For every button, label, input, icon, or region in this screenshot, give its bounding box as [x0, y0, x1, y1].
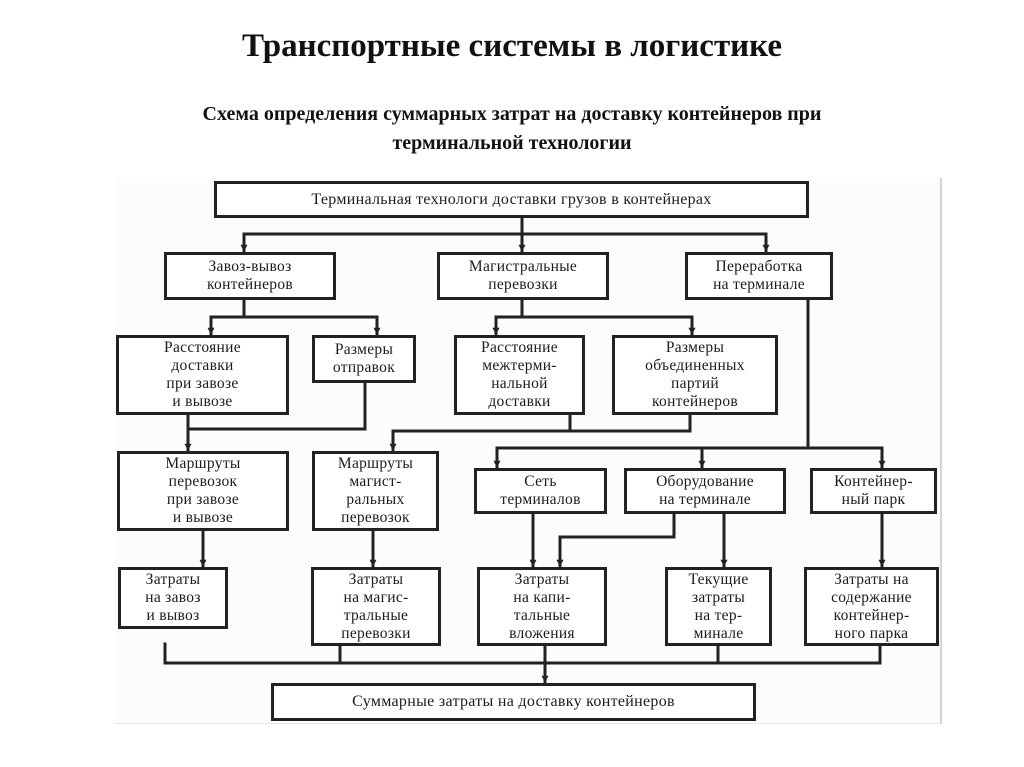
node-delivery-distance: Расстояние доставки при завозе и вывозе — [116, 335, 289, 415]
node-mainline-costs: Затраты на магис- тральные перевозки — [311, 567, 441, 646]
subtitle-line-2: терминальной технологии — [392, 132, 632, 154]
node-delivery-routes: Маршруты перевозок при завозе и вывозе — [117, 451, 289, 531]
root-node: Терминальная технологи доставки грузов в… — [214, 181, 809, 218]
node-consolidated-lot-sizes: Размеры объединенных партий контейнеров — [612, 335, 778, 415]
node-mainline-transport: Магистральные перевозки — [437, 252, 609, 300]
node-mainline-routes: Маршруты магист- ральных перевозок — [312, 451, 439, 531]
node-capital-costs: Затраты на капи- тальные вложения — [477, 567, 607, 646]
node-terminal-handling: Переработка на терминале — [685, 252, 833, 300]
node-delivery-pickup: Завоз-вывоз контейнеров — [164, 252, 336, 300]
node-interterminal-distance: Расстояние межтерми- нальной доставки — [454, 335, 585, 415]
node-shipment-sizes: Размеры отправок — [312, 335, 416, 383]
node-terminal-current-costs: Текущие затраты на тер- минале — [665, 567, 772, 646]
node-total-costs: Суммарные затраты на доставку контейнеро… — [271, 683, 756, 721]
node-delivery-costs: Затраты на завоз и вывоз — [118, 567, 228, 629]
subtitle-line-1: Схема определения суммарных затрат на до… — [202, 103, 822, 125]
node-container-fleet: Контейнер- ный парк — [810, 468, 937, 514]
node-fleet-maintenance-costs: Затраты на содержание контейнер- ного па… — [804, 567, 939, 646]
slide-subtitle: Схема определения суммарных затрат на до… — [62, 100, 962, 158]
slide-title: Транспортные системы в логистике — [241, 28, 783, 64]
node-terminal-network: Сеть терминалов — [474, 468, 607, 514]
node-terminal-equipment: Оборудование на терминале — [624, 468, 786, 514]
